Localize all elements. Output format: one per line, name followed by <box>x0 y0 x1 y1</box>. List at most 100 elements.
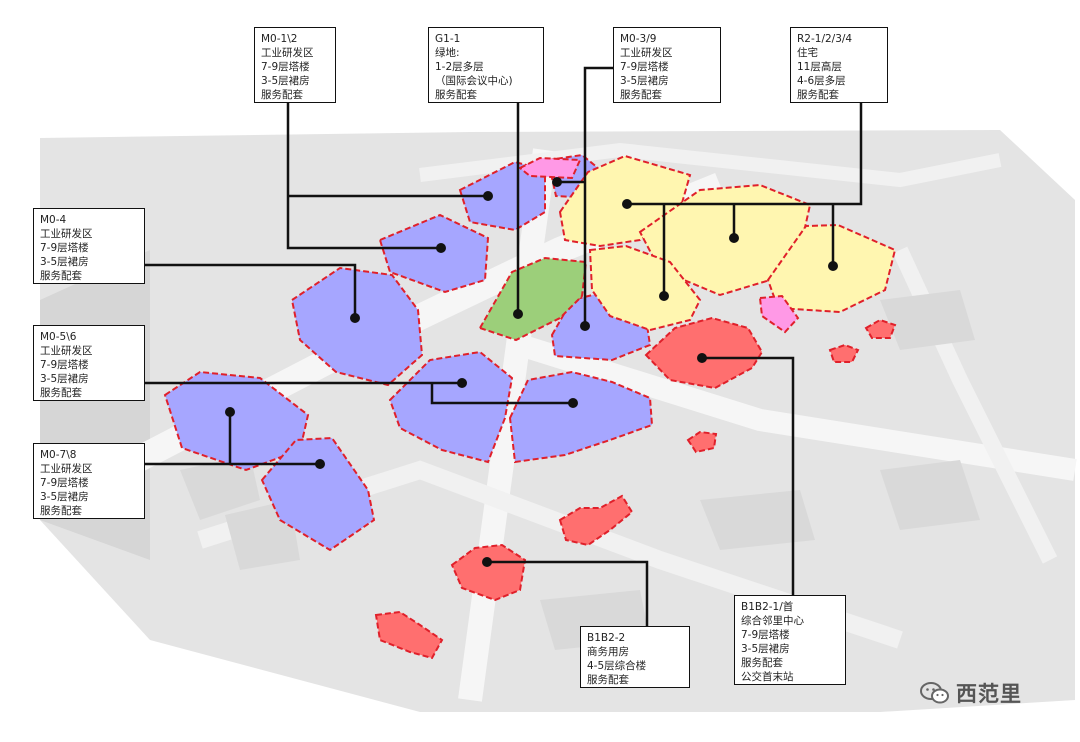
label-line: 7-9层塔楼 <box>620 61 669 73</box>
leader-lines <box>145 66 863 626</box>
label-r2: R2-1/2/3/4 住宅 11层高层 4-6层多层服务配套 <box>790 27 888 103</box>
leader-dot <box>513 309 523 319</box>
label-line: 综合邻里中心 <box>741 615 804 627</box>
leader-dot <box>457 378 467 388</box>
label-line: R2-1/2/3/4 <box>797 33 853 45</box>
leader-dot <box>225 407 235 417</box>
label-m0-7-8: M0-7\8 工业研发区 7-9层塔楼 3-5层裙房服务配套 <box>33 443 145 519</box>
leader-dot <box>482 557 492 567</box>
label-line: M0-7\8 <box>40 449 77 461</box>
label-line: 商务用房 <box>587 646 629 658</box>
parcel-m0-4 <box>290 266 424 387</box>
label-g1-1: G1-1 绿地: 1-2层多层 （国际会议中心) 服务配套 <box>428 27 544 103</box>
label-line: 服务配套 <box>40 387 82 399</box>
watermark-text: 西范里 <box>956 682 1022 706</box>
leader-dot <box>729 233 739 243</box>
label-line: 7-9层塔楼 <box>40 242 89 254</box>
label-line: 服务配套 <box>40 270 82 282</box>
leader-dot <box>436 243 446 253</box>
label-line: 服务配套 <box>435 89 477 101</box>
label-line: 绿地: <box>435 47 460 59</box>
label-b1b2-2: B1B2-2 商务用房 4-5层综合楼服务配套 <box>580 626 690 688</box>
label-line: 3-5层裙房 <box>741 643 790 655</box>
label-m0-4: M0-4 工业研发区 7-9层塔楼 3-5层裙房服务配套 <box>33 208 145 284</box>
road-east <box>516 334 1077 481</box>
label-line: 7-9层塔楼 <box>40 359 89 371</box>
industrial-parcels <box>163 153 654 552</box>
label-line: M0-4 <box>40 214 67 226</box>
label-line: G1-1 <box>435 33 461 45</box>
leader-dot <box>828 261 838 271</box>
label-line: 公交首末站 <box>741 671 794 683</box>
label-line: M0-3/9 <box>620 33 657 45</box>
leader-m0-4 <box>145 263 357 318</box>
label-line: 服务配套 <box>797 89 839 101</box>
leader-b1b2-1 <box>702 356 795 595</box>
leader-dot <box>697 353 707 363</box>
label-line: 服务配套 <box>587 674 629 686</box>
label-line: 服务配套 <box>261 89 303 101</box>
parcel-m0-2 <box>378 213 490 294</box>
leader-dot <box>568 398 578 408</box>
watermark: 西范里 <box>920 676 1060 710</box>
label-line: M0-1\2 <box>261 33 298 45</box>
leader-r2 <box>627 103 863 296</box>
label-line: 1-2层多层 <box>435 61 484 73</box>
label-line: 工业研发区 <box>261 47 314 59</box>
leader-dot <box>659 291 669 301</box>
parcel-m0-1 <box>458 160 546 232</box>
label-line: 3-5层裙房 <box>40 491 89 503</box>
parcel-r2-3 <box>588 244 702 332</box>
road-far-east <box>892 246 1058 564</box>
label-line: 11层高层 <box>797 61 842 73</box>
label-line: 工业研发区 <box>40 228 93 240</box>
label-line: 3-5层裙房 <box>620 75 669 87</box>
parcel-m0-8 <box>260 436 376 552</box>
leader-dots <box>225 177 838 567</box>
label-line: 3-5层裙房 <box>261 75 310 87</box>
label-line: 工业研发区 <box>40 463 93 475</box>
parcel-m0-6 <box>508 370 654 464</box>
label-line: M0-5\6 <box>40 331 77 343</box>
leader-dot <box>315 459 325 469</box>
label-line: 3-5层裙房 <box>40 373 89 385</box>
leader-dot <box>580 321 590 331</box>
label-line: 服务配套 <box>620 89 662 101</box>
label-line: 3-5层裙房 <box>40 256 89 268</box>
label-line: 工业研发区 <box>40 345 93 357</box>
parcel-m0-5 <box>388 350 514 464</box>
label-m0-5-6: M0-5\6 工业研发区 7-9层塔楼 3-5层裙房服务配套 <box>33 325 145 401</box>
leader-dot <box>350 313 360 323</box>
label-line: 4-6层多层 <box>797 75 846 87</box>
pink-parcels <box>518 156 800 334</box>
leader-dot <box>483 191 493 201</box>
leader-dot <box>622 199 632 209</box>
label-m0-3-9: M0-3/9 工业研发区 7-9层塔楼 3-5层裙房服务配套 <box>613 27 721 103</box>
leader-dot <box>552 177 562 187</box>
label-b1b2-1: B1B2-1/首综合邻里中心 7-9层塔楼 3-5层裙房服务配套公交首末站 <box>734 595 846 685</box>
label-line: 工业研发区 <box>620 47 673 59</box>
label-m0-1-2: M0-1\2 工业研发区 7-9层塔楼 3-5层裙房服务配套 <box>254 27 336 103</box>
parcel-b1b2-2 <box>450 543 527 602</box>
leader-m0-1-2 <box>286 103 488 250</box>
label-line: B1B2-1/首 <box>741 601 794 613</box>
wechat-icon <box>920 682 949 704</box>
label-line: 服务配套 <box>40 505 82 517</box>
label-line: 7-9层塔楼 <box>261 61 310 73</box>
label-line: 7-9层塔楼 <box>40 477 89 489</box>
label-line: 住宅 <box>797 47 818 59</box>
parcel-b1b2-1 <box>644 316 764 390</box>
commercial-parcels <box>374 316 897 660</box>
label-line: （国际会议中心) <box>435 75 513 87</box>
context-buildings <box>180 290 980 650</box>
leader-b1b2-2 <box>487 560 649 626</box>
label-line: 7-9层塔楼 <box>741 629 790 641</box>
label-line: B1B2-2 <box>587 632 626 644</box>
label-line: 服务配套 <box>741 657 783 669</box>
leader-m0-7-8 <box>145 412 320 466</box>
label-line: 4-5层综合楼 <box>587 660 647 672</box>
parcel-m0-7 <box>163 370 310 472</box>
leader-m0-5-6 <box>145 381 573 405</box>
